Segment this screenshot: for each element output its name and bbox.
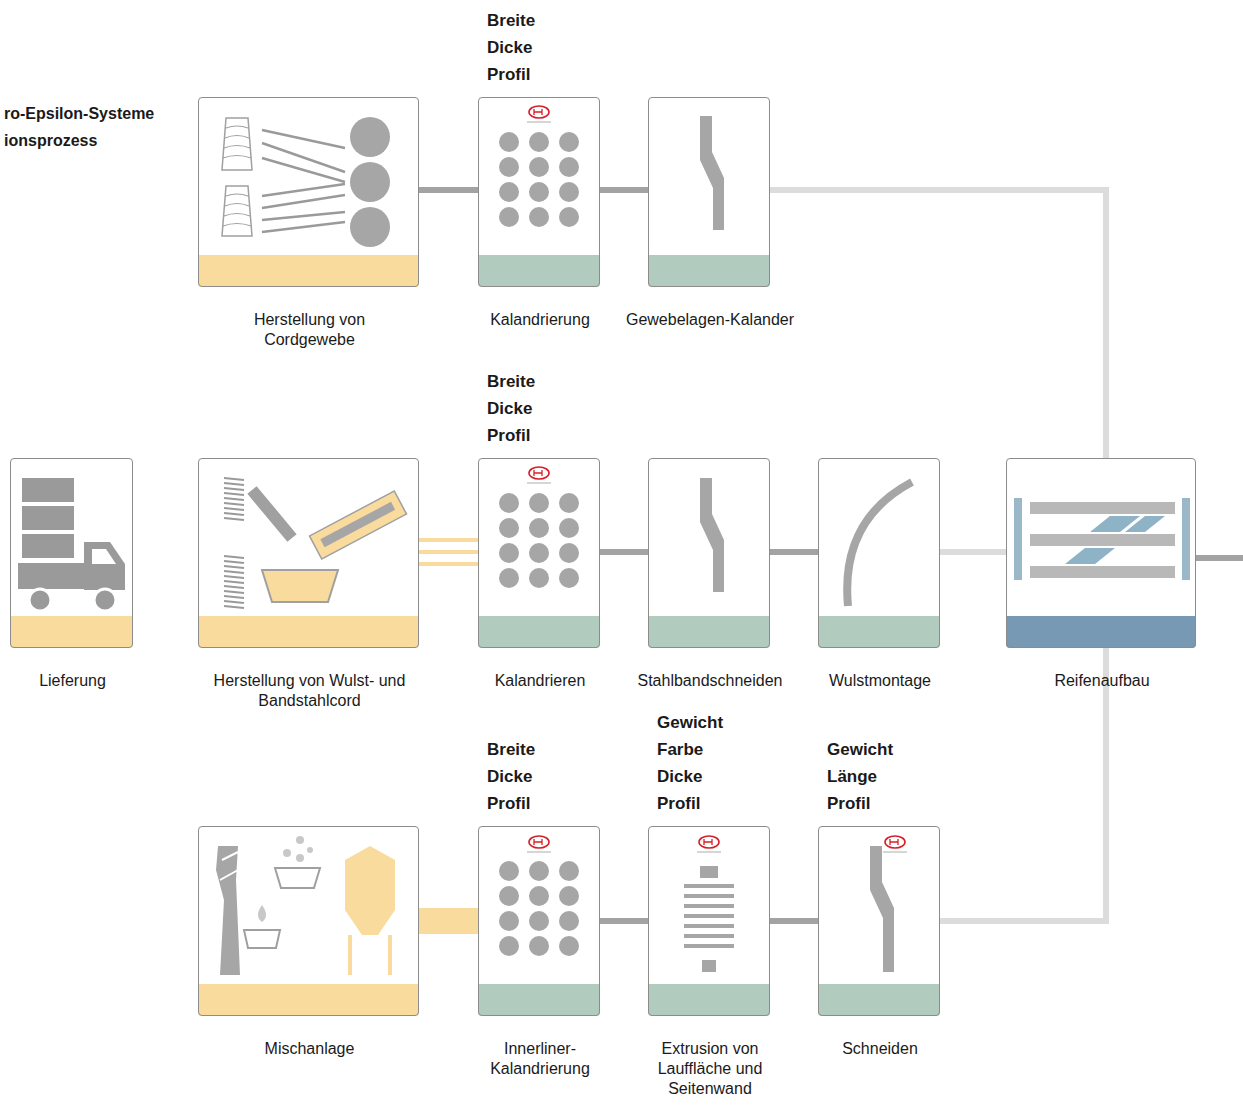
box-fill	[10, 458, 133, 648]
steel-cord-icon	[224, 478, 406, 608]
connector-line	[770, 190, 1106, 458]
process-connector	[770, 921, 818, 922]
measurement-label: Gewicht Farbe Dicke Profil	[657, 709, 747, 817]
calender-rolls-and-logos	[499, 106, 907, 956]
box-band	[478, 984, 600, 1016]
connector-line	[600, 918, 648, 924]
tire-building-icon	[1014, 498, 1190, 580]
measurement-label: Breite Dicke Profil	[487, 368, 577, 449]
box-fill	[478, 458, 600, 648]
process-connector	[600, 552, 648, 553]
truck-icon	[18, 478, 125, 611]
connector-line	[940, 549, 1006, 555]
mixing-plant-icon	[216, 836, 395, 975]
process-connector	[940, 552, 1006, 553]
connector-line	[770, 918, 818, 924]
connector-line	[419, 562, 478, 566]
process-box: Mischanlage	[198, 826, 419, 1016]
process-box: Herstellung von Cordgewebe	[198, 97, 419, 287]
step-caption: Herstellung von Wulst- und Bandstahlcord	[185, 671, 435, 711]
process-box: Gewebelagen-Kalander	[648, 97, 770, 287]
extruder-icon	[684, 866, 734, 972]
box-fill	[648, 458, 770, 648]
process-box: Wulstmontage	[818, 458, 940, 648]
process-box: Breite Dicke ProfilKalandrierung	[478, 97, 600, 287]
process-connector	[770, 552, 818, 553]
box-band	[648, 984, 770, 1016]
box-band	[818, 616, 940, 648]
box-fill	[818, 458, 940, 648]
cord-fabric-icon	[222, 117, 390, 247]
box-band	[478, 255, 600, 287]
box-band	[648, 255, 770, 287]
connector-line	[770, 549, 818, 555]
process-connector	[600, 190, 648, 191]
process-box: Reifenaufbau	[1006, 458, 1196, 648]
measurement-label: Gewicht Länge Profil	[827, 736, 917, 817]
connector-line	[600, 187, 648, 193]
process-connector	[419, 540, 478, 564]
process-connector	[600, 921, 648, 922]
box-band	[818, 984, 940, 1016]
box-band	[10, 616, 133, 648]
connector-line	[419, 550, 478, 554]
process-box: Herstellung von Wulst- und Bandstahlcord	[198, 458, 419, 648]
box-band	[648, 616, 770, 648]
process-connector	[419, 921, 478, 922]
connector-line	[419, 538, 478, 542]
process-box: Lieferung	[10, 458, 133, 648]
box-band	[198, 984, 419, 1016]
process-box: Gewicht Länge ProfilSchneiden	[818, 826, 940, 1016]
step-caption: Reifenaufbau	[1012, 671, 1192, 691]
step-caption: Mischanlage	[225, 1039, 395, 1059]
process-connector	[419, 190, 478, 191]
process-box: Breite Dicke ProfilInnerliner- Kalandrie…	[478, 826, 600, 1016]
cutter-icon	[700, 116, 894, 972]
connector-line	[419, 908, 478, 934]
box-fill	[198, 97, 419, 287]
box-fills	[10, 97, 1196, 1016]
process-connector	[770, 190, 1106, 458]
step-caption: Kalandrierung	[475, 310, 605, 330]
step-caption: Extrusion von Lauffläche und Seitenwand	[646, 1039, 774, 1099]
box-band	[1006, 616, 1196, 648]
box-band	[198, 255, 419, 287]
process-box: Breite Dicke ProfilKalandrieren	[478, 458, 600, 648]
box-fill	[818, 826, 940, 1016]
step-caption: Lieferung	[13, 671, 133, 691]
diagram-title: ro-Epsilon-Systeme ionsprozess	[4, 100, 182, 154]
step-caption: Schneiden	[810, 1039, 950, 1059]
connector-line	[419, 187, 478, 193]
step-caption: Innerliner- Kalandrierung	[484, 1039, 596, 1079]
box-band	[478, 616, 600, 648]
box-fill	[478, 826, 600, 1016]
box-fill	[198, 826, 419, 1016]
measurement-label: Breite Dicke Profil	[487, 736, 577, 817]
step-caption: Wulstmontage	[810, 671, 950, 691]
box-fill	[198, 458, 419, 648]
step-caption: Stahlbandschneiden	[625, 671, 795, 691]
box-fill	[648, 97, 770, 287]
box-fill	[478, 97, 600, 287]
step-caption: Gewebelagen-Kalander	[615, 310, 805, 330]
box-fill	[648, 826, 770, 1016]
process-box: Gewicht Farbe Dicke ProfilExtrusion von …	[648, 826, 770, 1016]
measurement-label: Breite Dicke Profil	[487, 7, 577, 88]
step-caption: Kalandrieren	[475, 671, 605, 691]
step-caption: Herstellung von Cordgewebe	[225, 310, 395, 350]
box-fill	[1006, 458, 1196, 648]
box-band	[198, 616, 419, 648]
connector-line	[600, 549, 648, 555]
process-box: Stahlbandschneiden	[648, 458, 770, 648]
bead-arc	[847, 482, 912, 606]
output-line	[1196, 555, 1243, 561]
